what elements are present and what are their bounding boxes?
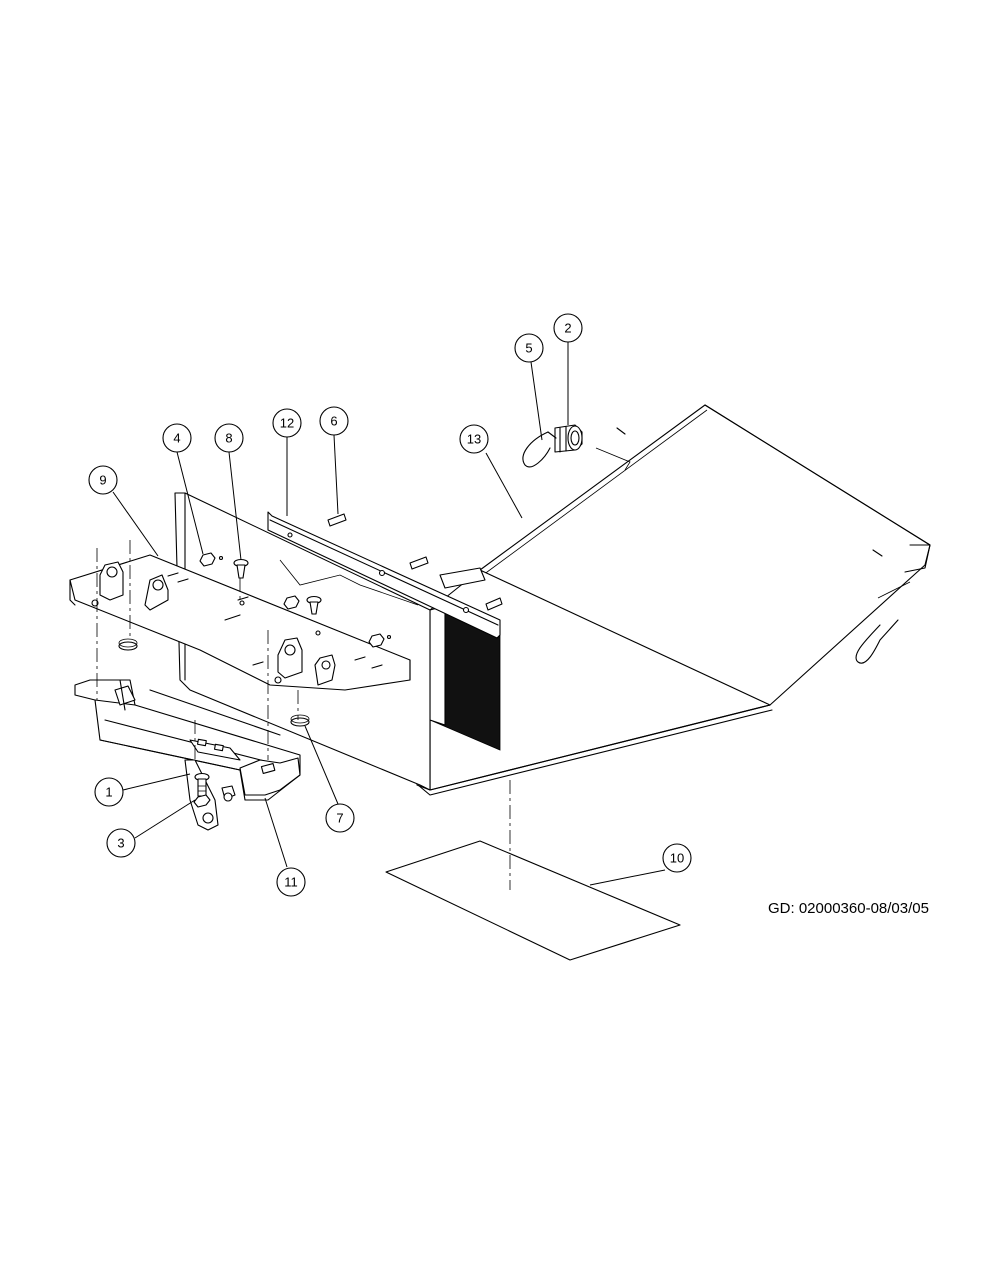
callout-9: 9 — [88, 465, 118, 495]
part-2-knob — [554, 424, 583, 453]
part-7-washers — [118, 638, 310, 727]
callout-11: 11 — [276, 867, 306, 897]
leader-lines — [112, 342, 666, 886]
svg-text:10: 10 — [670, 851, 684, 866]
svg-text:8: 8 — [225, 431, 232, 446]
svg-text:5: 5 — [525, 341, 532, 356]
callout-8: 8 — [214, 423, 244, 453]
callout-10: 10 — [662, 843, 692, 873]
svg-text:2: 2 — [564, 321, 571, 336]
part-9-mounting-plate — [69, 554, 411, 691]
drawing-reference-code: GD: 02000360-08/03/05 — [768, 900, 929, 917]
svg-text:1: 1 — [105, 785, 112, 800]
part-4-nut — [199, 552, 392, 648]
part-6-pins — [327, 513, 503, 611]
leader-11 — [264, 797, 288, 868]
leader-3 — [134, 799, 196, 839]
leader-5 — [530, 361, 543, 441]
leader-6 — [333, 434, 339, 515]
callout-5: 5 — [514, 333, 544, 363]
callout-4: 4 — [162, 423, 192, 453]
leader-1 — [122, 773, 191, 791]
part-8-screw — [233, 558, 322, 615]
callout-13: 13 — [459, 424, 489, 454]
leader-7 — [304, 725, 339, 805]
svg-text:9: 9 — [99, 473, 106, 488]
part-11-base-bracket — [74, 679, 301, 801]
part-12-strip — [267, 511, 501, 639]
part-5-clip-pin — [522, 431, 899, 664]
callout-6: 6 — [319, 406, 349, 436]
svg-text:7: 7 — [336, 811, 343, 826]
part-3-nut — [193, 785, 236, 808]
callout-7: 7 — [325, 803, 355, 833]
callout-1: 1 — [94, 777, 124, 807]
svg-text:13: 13 — [467, 432, 481, 447]
part-10-sheet — [385, 840, 681, 961]
callout-bubbles: 1 2 3 4 5 6 7 8 9 10 11 12 13 — [88, 313, 692, 897]
svg-text:3: 3 — [117, 836, 124, 851]
svg-text:4: 4 — [173, 431, 180, 446]
svg-text:6: 6 — [330, 414, 337, 429]
svg-text:11: 11 — [284, 875, 298, 890]
leader-13 — [485, 452, 523, 519]
svg-text:12: 12 — [280, 416, 294, 431]
leader-4 — [176, 451, 204, 555]
center-lines — [96, 540, 511, 890]
leader-8 — [228, 451, 242, 561]
callout-2: 2 — [553, 313, 583, 343]
callout-3: 3 — [106, 828, 136, 858]
leader-10 — [589, 869, 666, 886]
leader-9 — [112, 491, 159, 557]
part-1-bolt — [194, 772, 210, 797]
callout-12: 12 — [272, 408, 302, 438]
